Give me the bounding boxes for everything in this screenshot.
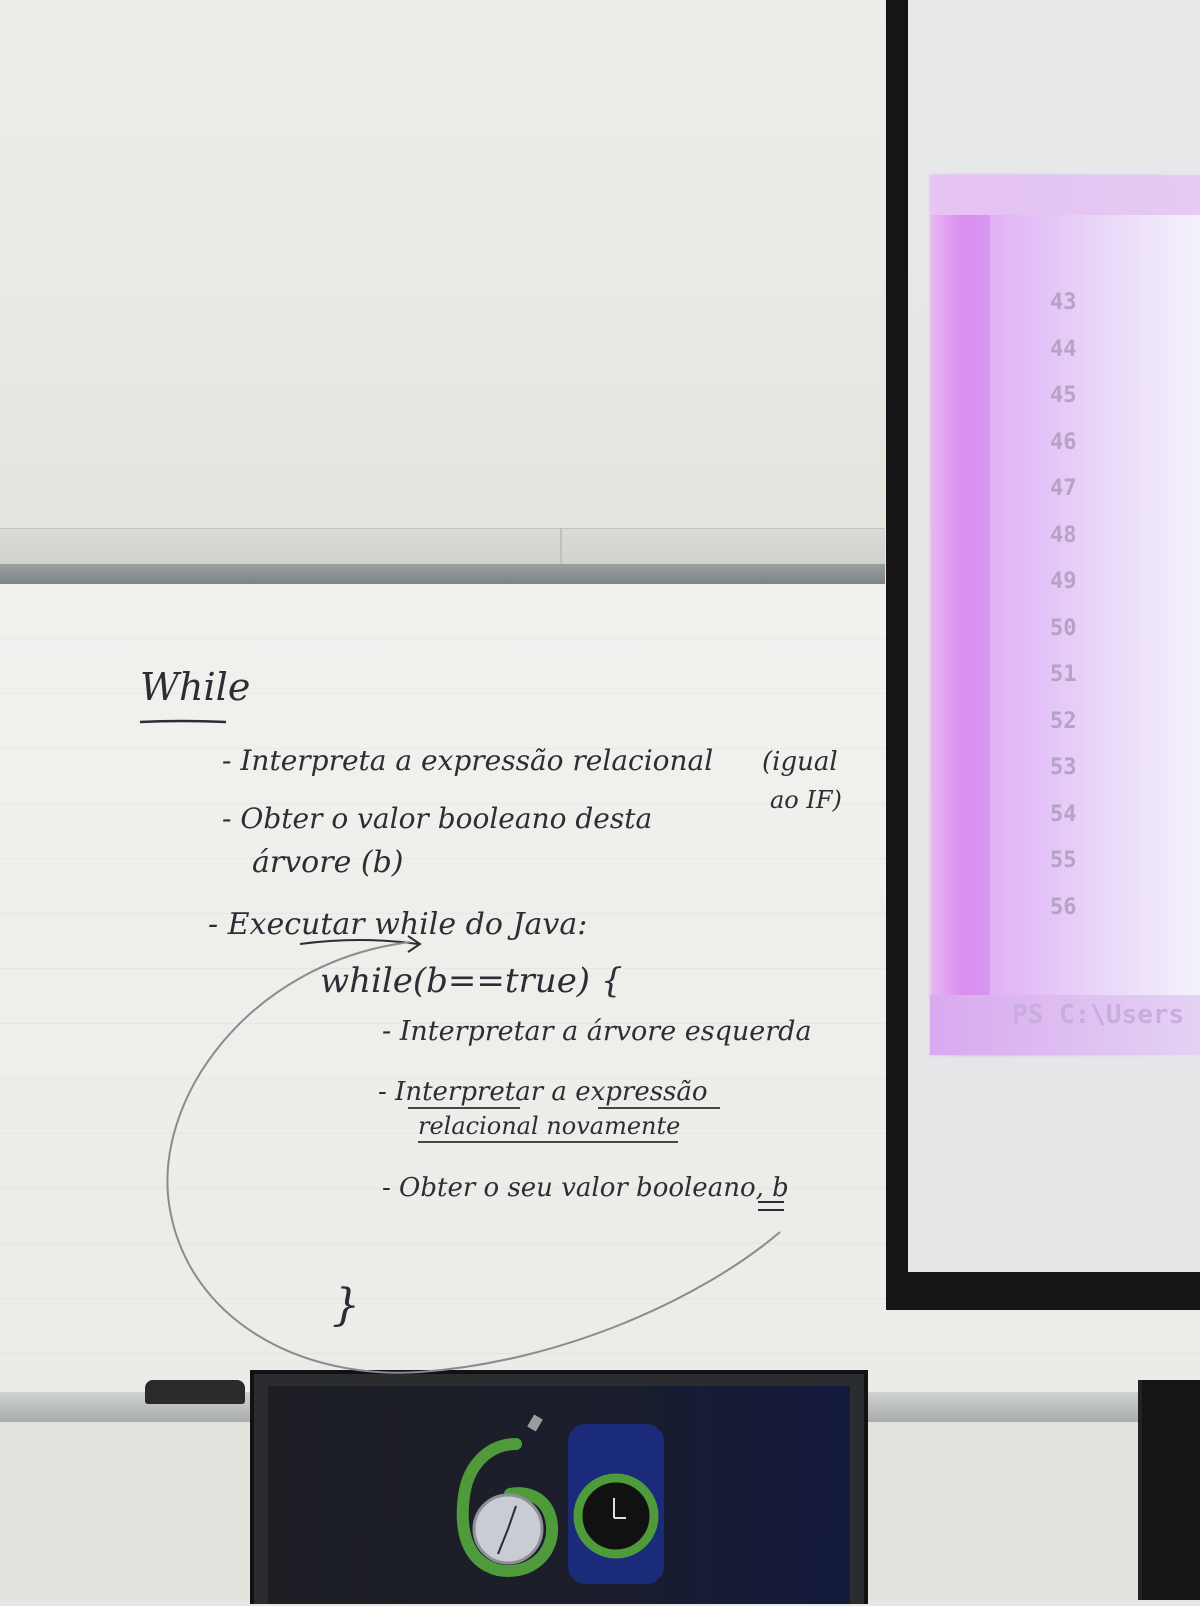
whiteboard-sliding-rail — [0, 564, 885, 584]
board-line: - Obter o seu valor booleano, b — [382, 1173, 789, 1203]
projected-terminal-prompt: PS C:\Users — [1012, 1000, 1185, 1030]
computer-monitor — [250, 1370, 868, 1604]
title-underline — [139, 719, 227, 724]
line-number: 54 — [1050, 801, 1077, 827]
board-note-igual: (igual — [762, 747, 838, 777]
line-number: 43 — [1050, 290, 1077, 315]
board-line: } — [332, 1280, 360, 1331]
projected-line-numbers: 43 44 45 46 47 48 49 50 51 52 53 54 55 5… — [1050, 280, 1110, 931]
stopwatch-logo-icon — [456, 1414, 664, 1584]
second-computer-monitor — [1138, 1380, 1200, 1600]
line-number: 45 — [1050, 383, 1077, 408]
line-number: 56 — [1050, 894, 1077, 920]
whiteboard-eraser — [145, 1380, 245, 1404]
board-note-ao-if: ao IF) — [770, 786, 842, 814]
whiteboard-rail-seam — [560, 528, 562, 564]
line-number: 44 — [1050, 336, 1077, 362]
board-title: While — [140, 665, 250, 709]
board-line: relacional novamente — [418, 1112, 680, 1140]
line-number: 53 — [1050, 755, 1077, 780]
line-number: 49 — [1050, 569, 1077, 594]
board-line: - Obter o valor booleano desta — [222, 802, 652, 835]
projected-ide-titlebar — [930, 175, 1200, 215]
watch-face-icon — [573, 1473, 659, 1559]
monitor-screen — [268, 1386, 850, 1604]
board-line: - Interpretar a expressão — [378, 1077, 708, 1107]
whiteboard-upper-panel — [0, 0, 885, 528]
whiteboard-frame-rail — [0, 528, 885, 565]
line-number: 48 — [1050, 522, 1077, 548]
projected-terminal — [930, 995, 1200, 1055]
board-line: while(b==true) { — [320, 961, 623, 1001]
loop-circle — [166, 941, 781, 1374]
line-number: 51 — [1050, 662, 1077, 687]
projected-code-editor — [990, 215, 1200, 1035]
board-line: - Interpretar a árvore esquerda — [382, 1016, 812, 1047]
line-number: 46 — [1050, 429, 1077, 455]
board-line: - Interpreta a expressão relacional — [222, 744, 713, 777]
board-line: - Executar while do Java: — [208, 907, 587, 942]
line-number: 55 — [1050, 848, 1077, 873]
line-number: 50 — [1050, 615, 1077, 641]
double-underline — [758, 1201, 784, 1211]
line-number: 47 — [1050, 476, 1077, 501]
arrow-head-icon — [407, 935, 422, 953]
line-number: 52 — [1050, 708, 1077, 734]
board-line: árvore (b) — [252, 845, 403, 880]
